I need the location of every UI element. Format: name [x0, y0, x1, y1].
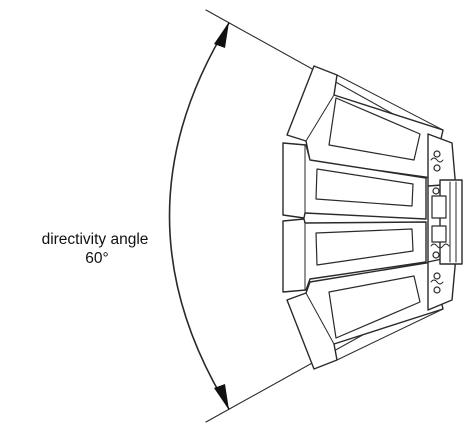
arc-arrowhead-top [214, 22, 229, 48]
array-module-3 [282, 218, 427, 293]
directivity-label: directivity angle [42, 231, 149, 248]
directivity-angle-value: 60° [85, 250, 108, 267]
array-module-4 [286, 261, 444, 370]
arc-arrowhead-bottom [214, 384, 229, 410]
array-module-1 [286, 65, 444, 179]
array-module-2 [282, 142, 427, 220]
directivity-arc [168, 22, 230, 410]
rigging-bracket [427, 133, 463, 311]
